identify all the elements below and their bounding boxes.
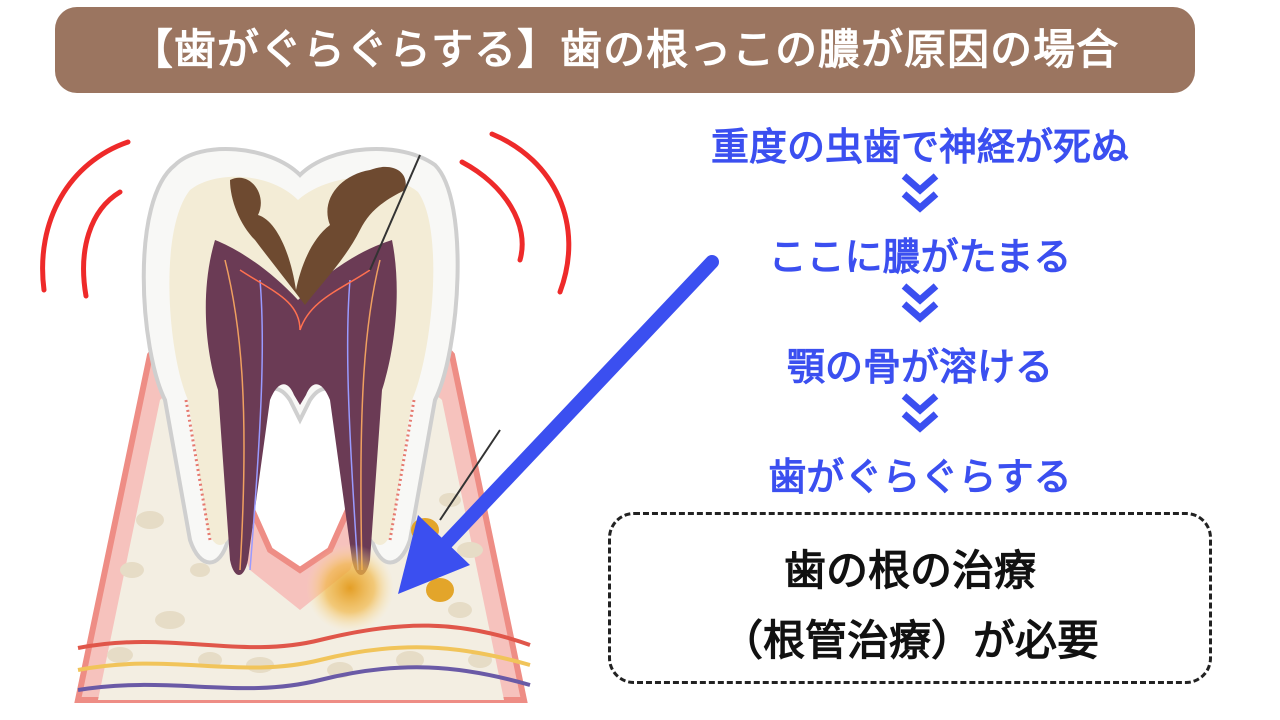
treatment-line-1: 歯の根の治療 (783, 546, 1036, 595)
treatment-box: 歯の根の治療 （根管治療）が必要 (608, 512, 1212, 684)
periodontal-ligament (184, 399, 416, 541)
pus-drop-upper (411, 518, 439, 542)
double-chevron-down-icon (901, 283, 939, 323)
page-title: 【歯がぐらぐらする】歯の根っこの膿が原因の場合 (130, 25, 1120, 74)
step-4: 歯がぐらぐらする (768, 455, 1072, 499)
treatment-line-2: （根管治療）が必要 (720, 616, 1099, 665)
step-3: 顎の骨が溶ける (786, 345, 1053, 389)
pus-drop-lower (426, 578, 454, 602)
pus-abscess (306, 544, 394, 632)
step-2: ここに膿がたまる (768, 235, 1072, 279)
shake-lines-left (40, 139, 131, 299)
shake-lines-right (459, 131, 572, 295)
title-banner: 【歯がぐらぐらする】歯の根っこの膿が原因の場合 (55, 7, 1195, 93)
jaw-bone (98, 394, 504, 700)
step-1: 重度の虫歯で神経が死ぬ (710, 125, 1129, 169)
tooth-illustration (40, 131, 572, 703)
cause-flow: 重度の虫歯で神経が死ぬ ここに膿がたまる 顎の骨が溶ける 歯がぐらぐらする (620, 108, 1220, 508)
double-chevron-down-icon (901, 393, 939, 433)
double-chevron-down-icon (901, 173, 939, 213)
tooth-pulp (205, 240, 397, 575)
pointer-line-upper (369, 154, 421, 271)
tooth-decay (230, 166, 406, 305)
nerve-fibers (224, 259, 381, 571)
blood-vessels (77, 623, 531, 692)
